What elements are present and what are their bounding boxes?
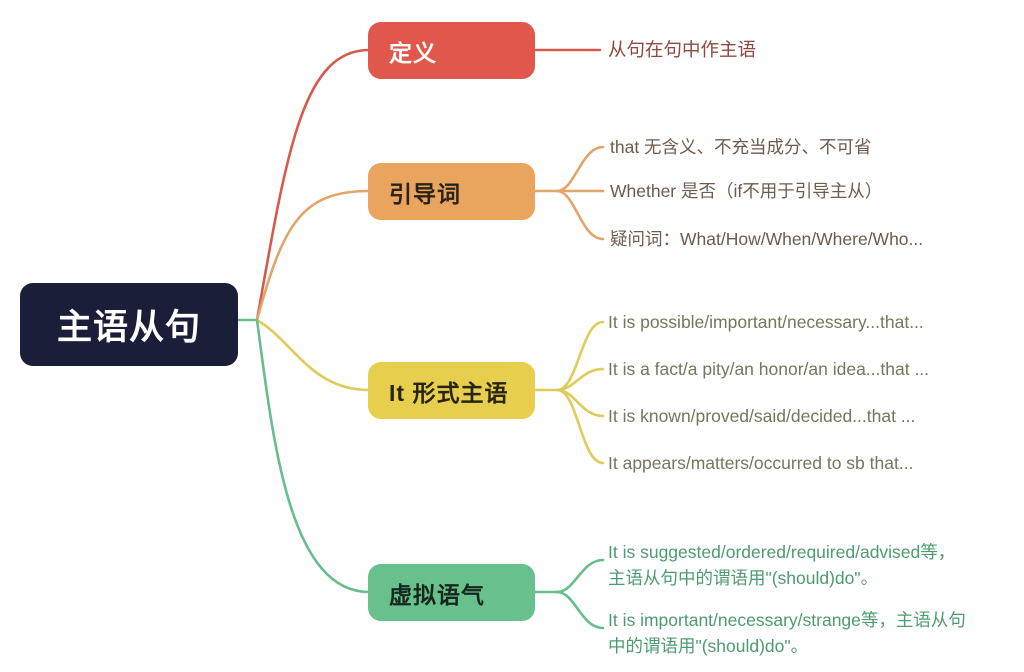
leaf-conjunction-whether[interactable]: Whether 是否（if不用于引导主从） — [610, 178, 882, 204]
leaf-subjunctive-2[interactable]: It is important/necessary/strange等，主语从句 … — [608, 607, 966, 659]
link-root-definition — [255, 48, 371, 322]
leaf-line: It is important/necessary/strange等，主语从句 — [608, 610, 966, 630]
leaf-subjunctive-1[interactable]: It is suggested/ordered/required/advised… — [608, 539, 955, 591]
leaf-conjunction-wh-words[interactable]: 疑问词：What/How/When/Where/Who... — [610, 226, 923, 252]
leaf-line: 中的谓语用"(should)do"。 — [608, 636, 809, 656]
leaf-line: 主语从句中的谓语用"(should)do"。 — [608, 568, 879, 588]
leaf-line: It appears/matters/occurred to sb that..… — [608, 453, 914, 473]
branch-node-it-formal-subject[interactable]: It 形式主语 — [368, 362, 535, 419]
link-conj-leaf-3 — [555, 189, 605, 241]
link-root-subjunctive — [255, 318, 371, 594]
leaf-line: It is a fact/a pity/an honor/an idea...t… — [608, 359, 930, 379]
branch-label: 虚拟语气 — [389, 581, 485, 608]
branch-label: 引导词 — [389, 180, 461, 207]
link-root-conjunctions — [255, 189, 371, 322]
branch-node-conjunctions[interactable]: 引导词 — [368, 163, 535, 220]
branch-node-definition[interactable]: 定义 — [368, 22, 535, 79]
leaf-definition-1[interactable]: 从句在句中作主语 — [608, 37, 756, 63]
leaf-line: Whether 是否（if不用于引导主从） — [610, 181, 883, 201]
leaf-line: It is possible/important/necessary...tha… — [608, 312, 924, 332]
link-subj-leaf-1 — [555, 558, 605, 594]
leaf-line: It is known/proved/said/decided...that .… — [608, 406, 916, 426]
leaf-conjunction-that[interactable]: that 无含义、不充当成分、不可省 — [610, 134, 872, 160]
leaf-itform-4[interactable]: It appears/matters/occurred to sb that..… — [608, 450, 913, 476]
branch-node-subjunctive-mood[interactable]: 虚拟语气 — [368, 564, 535, 621]
link-itform-leaf-1 — [555, 320, 605, 392]
branch-label: 定义 — [389, 39, 437, 66]
leaf-itform-1[interactable]: It is possible/important/necessary...tha… — [608, 309, 924, 335]
link-subj-leaf-2 — [555, 590, 605, 630]
link-conj-leaf-1 — [555, 145, 605, 193]
link-root-itform — [255, 318, 371, 392]
leaf-line: It is suggested/ordered/required/advised… — [608, 542, 956, 562]
leaf-line: 疑问词：What/How/When/Where/Who... — [610, 229, 924, 249]
branch-label: It 形式主语 — [389, 379, 509, 406]
leaf-itform-3[interactable]: It is known/proved/said/decided...that .… — [608, 403, 915, 429]
leaf-line: that 无含义、不充当成分、不可省 — [610, 137, 872, 157]
leaf-itform-2[interactable]: It is a fact/a pity/an honor/an idea...t… — [608, 356, 929, 382]
root-node-subject-clause[interactable]: 主语从句 — [20, 283, 238, 366]
leaf-line: 从句在句中作主语 — [608, 39, 757, 60]
link-itform-leaf-4 — [555, 388, 605, 465]
root-label: 主语从句 — [56, 308, 201, 347]
